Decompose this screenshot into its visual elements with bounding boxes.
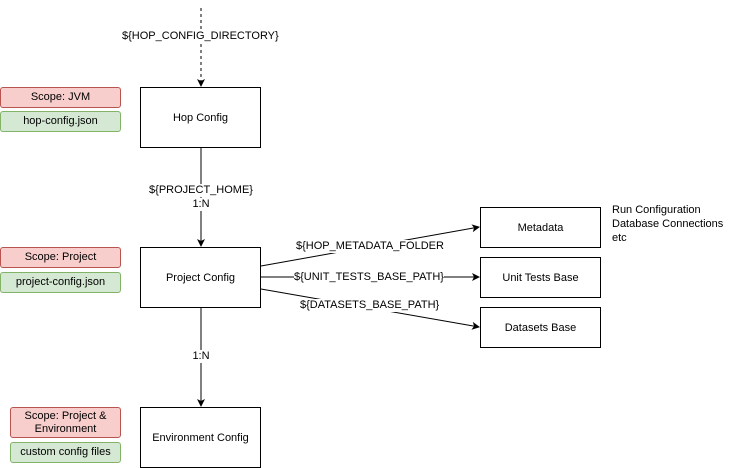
datasets-base-label: Datasets Base [504,321,577,334]
environment-config-node: Environment Config [140,407,261,468]
project-config-label: Project Config [165,271,236,284]
hop-config-node: Hop Config [140,87,261,148]
project-home-cardinality: 1:N [189,198,213,211]
custom-config-files-label: custom config files [20,446,111,458]
environment-cardinality: 1:N [189,350,213,363]
metadata-note-line1: Run Configuration [612,204,701,216]
project-config-json-tag: project-config.json [0,272,121,293]
scope-project-environment-line2: Environment [34,422,97,435]
datasets-base-path-label: ${DATASETS_BASE_PATH} [300,299,440,312]
scope-project-label: Scope: Project [24,251,97,263]
scope-jvm-label: Scope: JVM [30,91,91,103]
project-config-node: Project Config [140,247,261,308]
unit-tests-base-path-label: ${UNIT_TESTS_BASE_PATH} [294,271,444,284]
project-home-label: ${PROJECT_HOME} [147,184,255,197]
scope-project-environment-line1: Scope: Project & [24,409,107,422]
hop-config-label: Hop Config [172,111,229,124]
metadata-note-line3: etc [612,232,627,244]
unit-tests-base-label: Unit Tests Base [502,271,579,284]
environment-config-label: Environment Config [152,431,249,444]
hop-metadata-folder-label: ${HOP_METADATA_FOLDER [296,240,444,253]
metadata-label: Metadata [517,221,564,234]
scope-project-environment-tag: Scope: Project & Environment [10,407,121,438]
datasets-base-node: Datasets Base [480,307,601,348]
hop-config-directory-label: ${HOP_CONFIG_DIRECTORY} [122,30,279,43]
metadata-note: Run Configuration Database Connections e… [612,203,723,245]
hop-config-json-tag: hop-config.json [0,111,121,132]
project-config-json-label: project-config.json [15,276,106,288]
hop-config-json-label: hop-config.json [23,115,98,127]
metadata-node: Metadata [480,207,601,248]
scope-project-tag: Scope: Project [0,247,121,268]
scope-jvm-tag: Scope: JVM [0,87,121,108]
unit-tests-base-node: Unit Tests Base [480,257,601,298]
metadata-note-line2: Database Connections [612,218,724,230]
custom-config-files-tag: custom config files [10,442,121,463]
